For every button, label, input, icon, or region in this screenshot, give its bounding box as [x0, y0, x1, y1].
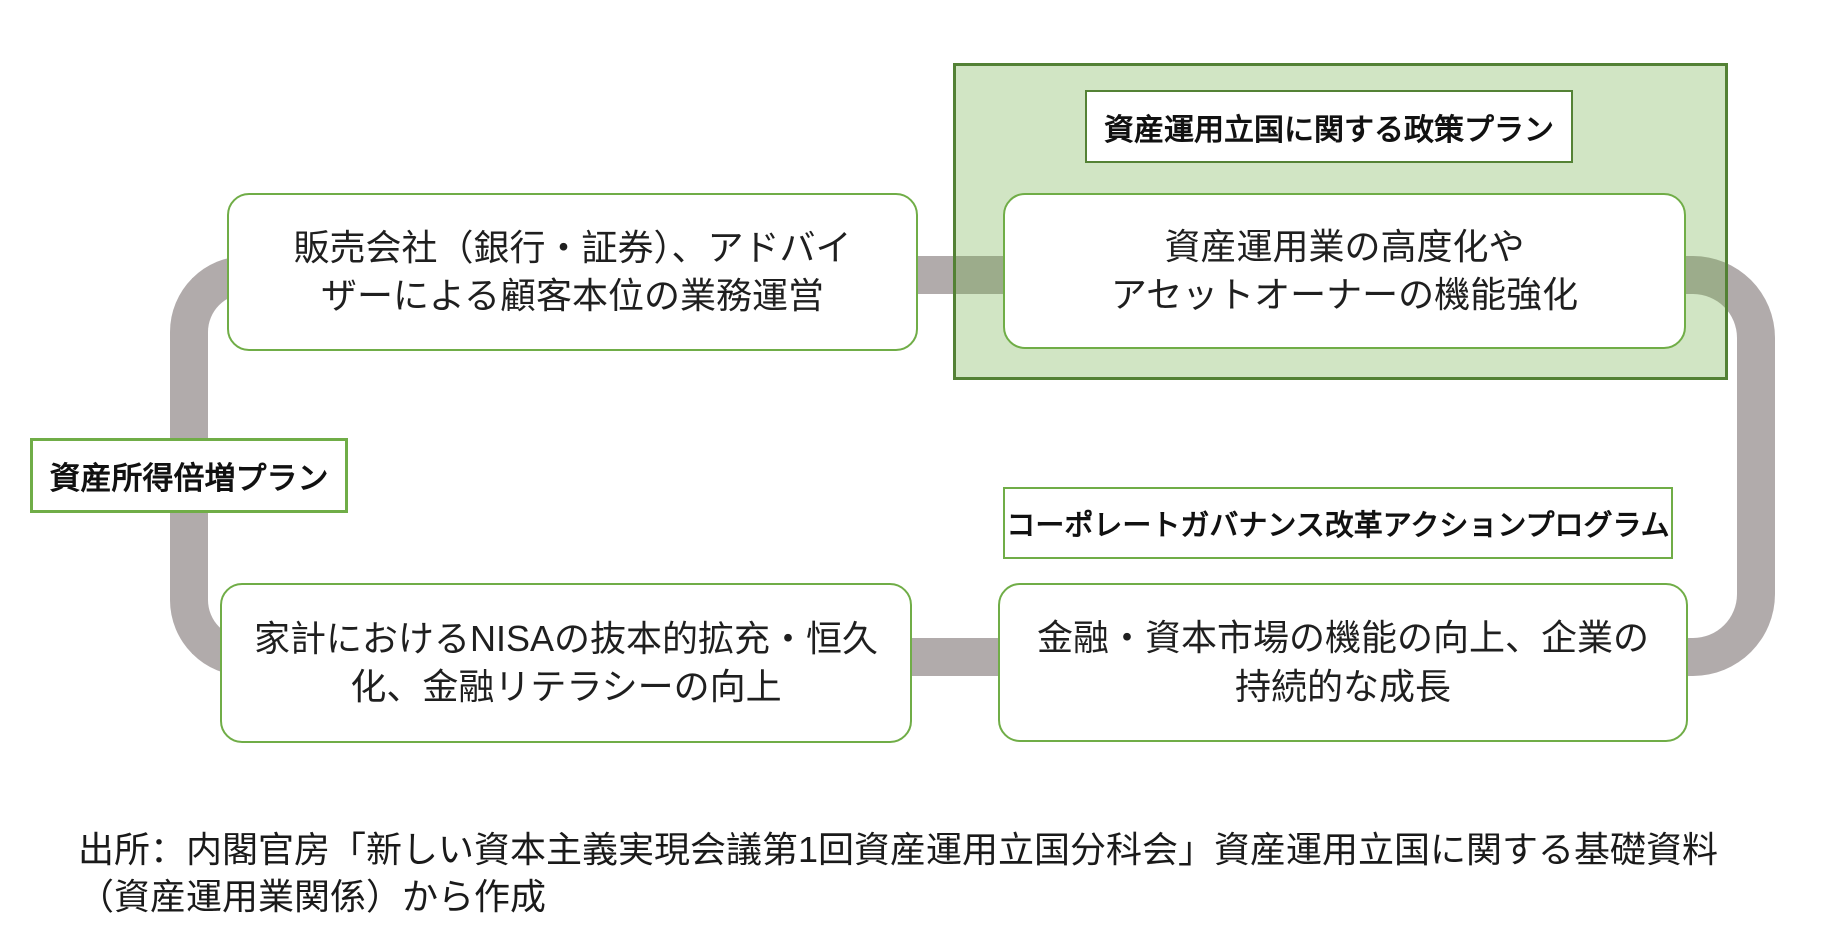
node-sales-companies: 販売会社（銀行・証券）、アドバイ ザーによる顧客本位の業務運営 [227, 193, 918, 351]
source-line-2: （資産運用業関係）から作成 [78, 876, 547, 918]
node-asset-management-advancement: 資産運用業の高度化や アセットオーナーの機能強化 [1003, 193, 1686, 349]
node-text-line: 持続的な成長 [1234, 665, 1451, 707]
source-line-1: 出所：内閣官房「新しい資本主義実現会議第1回資産運用立国分科会」資産運用立国に関… [78, 829, 1719, 870]
source-citation: 出所：内閣官房「新しい資本主義実現会議第1回資産運用立国分科会」資産運用立国に関… [78, 826, 1798, 920]
label-corporate-governance-action-program: コーポレートガバナンス改革アクションプログラム [1003, 487, 1673, 559]
label-asset-management-nation-policy-plan: 資産運用立国に関する政策プラン [1085, 90, 1573, 163]
node-text-line: 家計におけるNISAの抜本的拡充・恒久 [253, 617, 879, 659]
label-asset-income-doubling-plan: 資産所得倍増プラン [30, 438, 348, 513]
bottom-horizontal-connector [910, 638, 1001, 676]
node-capital-markets: 金融・資本市場の機能の向上、企業の 持続的な成長 [998, 583, 1688, 742]
top-horizontal-connector [916, 256, 1006, 294]
node-text-line: 販売会社（銀行・証券）、アドバイ [293, 226, 852, 268]
node-text-line: 資産運用業の高度化や [1164, 225, 1525, 267]
node-household-nisa: 家計におけるNISAの抜本的拡充・恒久 化、金融リテラシーの向上 [220, 583, 912, 743]
node-text-line: 化、金融リテラシーの向上 [350, 666, 782, 707]
node-text-line: アセットオーナーの機能強化 [1110, 274, 1579, 315]
node-text-line: ザーによる顧客本位の業務運営 [321, 275, 824, 316]
node-text-line: 金融・資本市場の機能の向上、企業の [1036, 617, 1649, 659]
